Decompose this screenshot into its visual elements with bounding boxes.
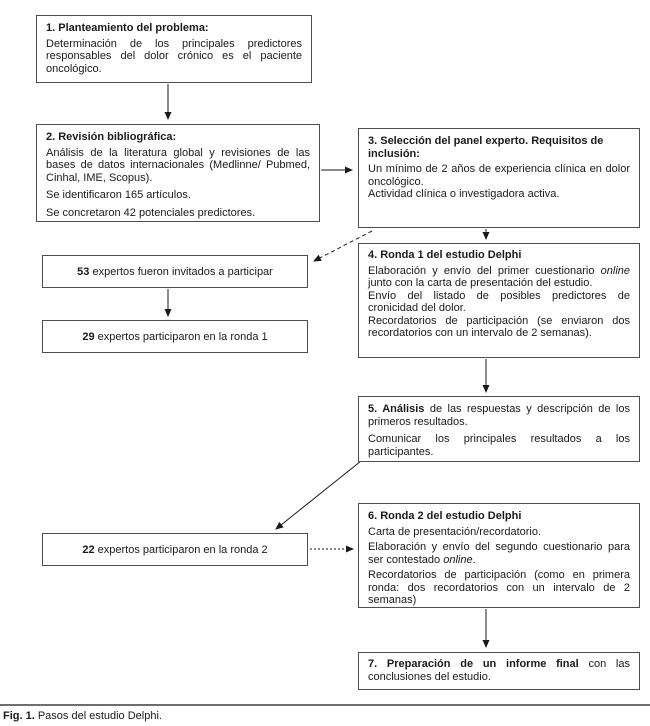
round2-participants-text: 22 expertos participaron en la ronda 2 (82, 544, 267, 556)
step6-online-italic: online (443, 553, 473, 566)
figure-caption-text: Pasos del estudio Delphi. (34, 710, 162, 722)
step2-text-1: Análisis de la literatura global y revis… (46, 146, 310, 184)
figure-caption: Fig. 1. Pasos del estudio Delphi. (3, 710, 162, 723)
step2-title: 2. Revisión bibliográfica: (46, 131, 177, 143)
step5-analysis-box: 5. Análisis de las respuestas y descripc… (358, 396, 640, 462)
experts-invited-label: expertos fueron invitados a participar (89, 265, 273, 278)
step7-final-report-box: 7. Preparación de un informe final con l… (358, 652, 640, 690)
step1-text: Determinación de los principales predict… (46, 37, 302, 75)
step6-text-1: Carta de presentación/recordatorio. (368, 525, 542, 538)
step5-text-1rest: de las respuestas y descripción de los p… (368, 403, 630, 428)
step5-text-2: Comunicar los principales resultados a l… (368, 433, 630, 458)
experts-invited-text: 53 expertos fueron invitados a participa… (77, 266, 273, 278)
step7-text-rest: con las conclusiones del estudio. (368, 658, 630, 683)
step3-title: 3. Selección del panel experto. Requisit… (368, 135, 604, 160)
step6-round2-box: 6. Ronda 2 del estudio Delphi Carta de p… (358, 503, 640, 608)
step5-title-bold: 5. Análisis (368, 403, 425, 415)
step4-text-1: Elaboración y envío del primer cuestiona… (368, 265, 630, 290)
step3-text-1: Un mínimo de 2 años de experiencia clíni… (368, 163, 630, 188)
round1-participants-label: expertos participaron en la ronda 1 (94, 330, 268, 343)
step6-title: 6. Ronda 2 del estudio Delphi (368, 510, 522, 522)
round2-participants-label: expertos participaron en la ronda 2 (94, 543, 268, 556)
step2-literature-review-box: 2. Revisión bibliográfica: Análisis de l… (36, 124, 320, 222)
step3-expert-panel-box: 3. Selección del panel experto. Requisit… (358, 128, 640, 228)
step2-text-2: Se identificaron 165 artículos. (46, 189, 191, 201)
arrow-step5-to-round2 (275, 460, 362, 530)
round2-participants-box: 22 expertos participaron en la ronda 2 (42, 533, 308, 566)
step6-text-3: Recordatorios de participación (como en … (368, 569, 630, 606)
step6-text-2b: . (472, 553, 476, 566)
figure-caption-label: Fig. 1. (3, 710, 35, 722)
experts-invited-count: 53 (77, 265, 90, 278)
step7-title-bold: 7. Preparación de un informe final (368, 658, 579, 670)
step3-text-2: Actividad clínica o investigadora activa… (368, 188, 560, 200)
round1-participants-count: 29 (82, 330, 95, 343)
step2-text-3: Se concretaron 42 potenciales predictore… (46, 206, 256, 219)
step4-text-1b: junto con la carta de presentación del e… (368, 277, 593, 289)
step4-text-3: Recordatorios de participación (se envia… (368, 314, 630, 340)
step6-text-2a: Elaboración y envío del segundo cuestion… (368, 541, 630, 566)
step1-problem-box: 1. Planteamiento del problema: Determina… (36, 15, 312, 83)
step4-text-1a: Elaboración y envío del primer cuestiona… (368, 264, 601, 277)
step1-title: 1. Planteamiento del problema: (46, 22, 209, 34)
round1-participants-text: 29 expertos participaron en la ronda 1 (82, 331, 267, 343)
step7-text: 7. Preparación de un informe final con l… (368, 658, 630, 683)
experts-invited-box: 53 expertos fueron invitados a participa… (42, 255, 308, 288)
step4-text-2: Envío del listado de posibles predictore… (368, 289, 630, 315)
step4-round1-box: 4. Ronda 1 del estudio Delphi Elaboració… (358, 243, 640, 358)
step5-text-1: 5. Análisis de las respuestas y descripc… (368, 403, 630, 428)
round1-participants-box: 29 expertos participaron en la ronda 1 (42, 320, 308, 353)
round2-participants-count: 22 (82, 543, 95, 556)
step6-text-2: Elaboración y envío del segundo cuestion… (368, 541, 630, 566)
step4-online-italic: online (600, 264, 630, 277)
dashed-arrow-step3-to-invited (313, 230, 373, 262)
figure-divider-rule (0, 704, 650, 706)
step4-title: 4. Ronda 1 del estudio Delphi (368, 249, 522, 261)
